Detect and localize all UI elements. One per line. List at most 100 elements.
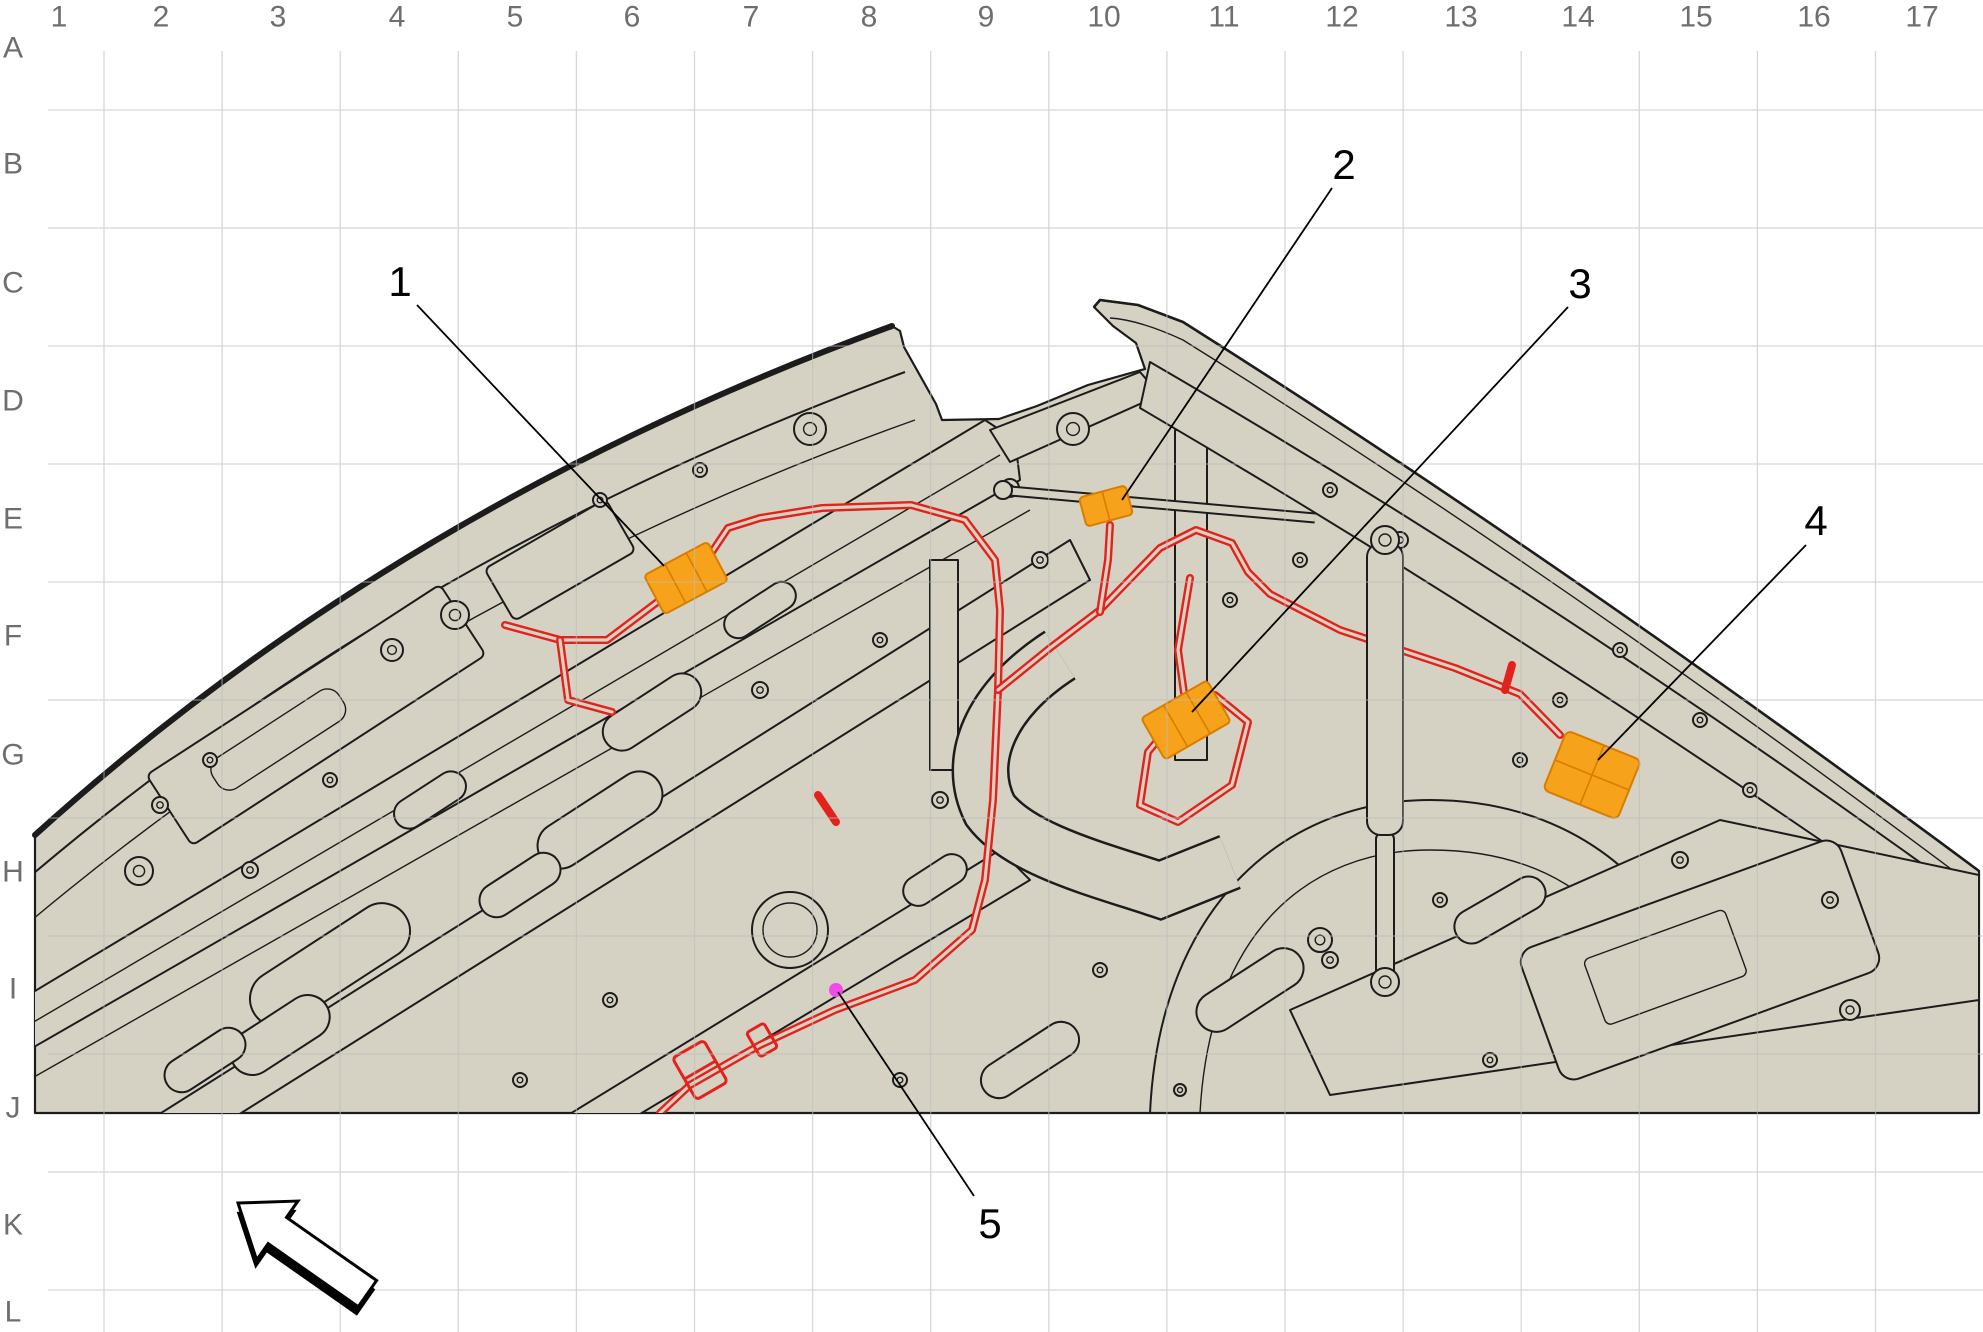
panel-slot: [393, 770, 467, 830]
grid-row-label: I: [9, 973, 17, 1006]
bolt-head: [931, 791, 949, 809]
bolt: [892, 1072, 908, 1088]
bolt-head: [793, 412, 827, 446]
bolt: [322, 772, 338, 788]
panel-slot: [723, 580, 797, 640]
bolt-head: [1692, 712, 1708, 728]
bolt-head: [1612, 642, 1628, 658]
grid-column-label: 5: [507, 1, 524, 34]
grid-row-label: E: [3, 503, 23, 536]
grid-row-label: A: [3, 32, 23, 65]
bolt-head: [1321, 951, 1339, 969]
right-lid-edge: [1093, 298, 1980, 873]
bolt-head: [1056, 412, 1090, 446]
bolt-head: [1671, 851, 1689, 869]
grid-row-label: J: [6, 1092, 21, 1125]
bolt-head: [1432, 892, 1448, 908]
bolt-head: [1292, 552, 1308, 568]
bolt-center: [1616, 646, 1624, 654]
grid-row-label: L: [5, 1296, 22, 1329]
bolt: [1092, 962, 1108, 978]
bolt-head: [1512, 752, 1528, 768]
harness-clip: [745, 1022, 779, 1058]
harness-clip-connector: [672, 1040, 728, 1100]
callout-leader-1: [416, 304, 665, 567]
bolt: [124, 856, 154, 886]
grid-lines: [48, 51, 1983, 1332]
grid-column-label: 2: [153, 1, 170, 34]
panel-slot: [902, 853, 968, 907]
bolt: [692, 462, 708, 478]
bolt: [1432, 892, 1448, 908]
bolt-center: [516, 1076, 524, 1084]
bolt-center: [1676, 856, 1684, 864]
hinge-plate: [485, 500, 635, 620]
bolt-center: [1696, 716, 1704, 724]
bolt-center: [1176, 1086, 1184, 1094]
bolt: [151, 796, 169, 814]
grid-column-label: 15: [1679, 1, 1712, 34]
bolt-center: [802, 421, 818, 437]
bolt: [602, 992, 618, 1008]
bolt-head: [1821, 891, 1839, 909]
hinge-link-pivot: [993, 480, 1013, 500]
bolt: [241, 861, 259, 879]
grid-column-label: 4: [389, 1, 406, 34]
callout-label-2: 2: [1332, 141, 1355, 188]
grid-column-label: 1: [51, 1, 68, 34]
bolt-head: [124, 856, 154, 886]
bolt-center: [1826, 896, 1834, 904]
grid-row-label: D: [2, 385, 24, 418]
callout-label-5: 5: [978, 1200, 1001, 1247]
vertical-channel-left: [929, 559, 959, 771]
bolt-center: [132, 864, 146, 878]
callout-leader-3: [1191, 306, 1569, 713]
bolt-head: [1031, 551, 1049, 569]
bolt-center: [696, 466, 704, 474]
storage-tray: [1519, 839, 1881, 1081]
bolt: [1692, 712, 1708, 728]
bolt: [380, 638, 404, 662]
slot-group: [163, 580, 1547, 1100]
bolt-head: [1092, 962, 1108, 978]
bolt: [1742, 782, 1758, 798]
bolt-head: [1322, 482, 1338, 498]
grid-row-label: K: [3, 1209, 23, 1242]
bolt-center: [1226, 596, 1234, 604]
bolt-head: [380, 638, 404, 662]
bolt-head: [1173, 1083, 1187, 1097]
bolt: [1321, 951, 1339, 969]
grid-column-label: 10: [1087, 1, 1120, 34]
bolt-head: [872, 632, 888, 648]
panel-slot: [478, 851, 562, 919]
bolt-head: [1839, 999, 1861, 1021]
grid-column-label: 13: [1444, 1, 1477, 34]
bolt-head: [1482, 1052, 1498, 1068]
hinge-link-rod: [998, 486, 1316, 522]
grid-column-label: 17: [1905, 1, 1938, 34]
bolt-head: [1222, 592, 1238, 608]
bolt-center: [1326, 956, 1334, 964]
bolt: [1307, 927, 1333, 953]
grid-column-label: 7: [743, 1, 760, 34]
grid-column-label: 8: [861, 1, 878, 34]
bolt: [1671, 851, 1689, 869]
callout-leader-2: [1121, 187, 1333, 501]
bolt-head: [440, 600, 470, 630]
callout-leader-4: [1597, 544, 1807, 761]
bolt-center: [246, 866, 254, 874]
grid-row-label: G: [1, 739, 24, 772]
frame-rail-upper: [35, 419, 1021, 1056]
body-detail: [35, 317, 1979, 1113]
bolt: [931, 791, 949, 809]
bolt: [202, 752, 218, 768]
bolt-center: [1326, 486, 1334, 494]
left-lid-edge: [32, 323, 895, 838]
bolt-head: [892, 1072, 908, 1088]
frame-rail-upper-flange: [35, 454, 1001, 1031]
bolt-center: [1096, 966, 1104, 974]
bolt: [1839, 999, 1861, 1021]
bolt: [1173, 1083, 1187, 1097]
bolt: [512, 1072, 528, 1088]
